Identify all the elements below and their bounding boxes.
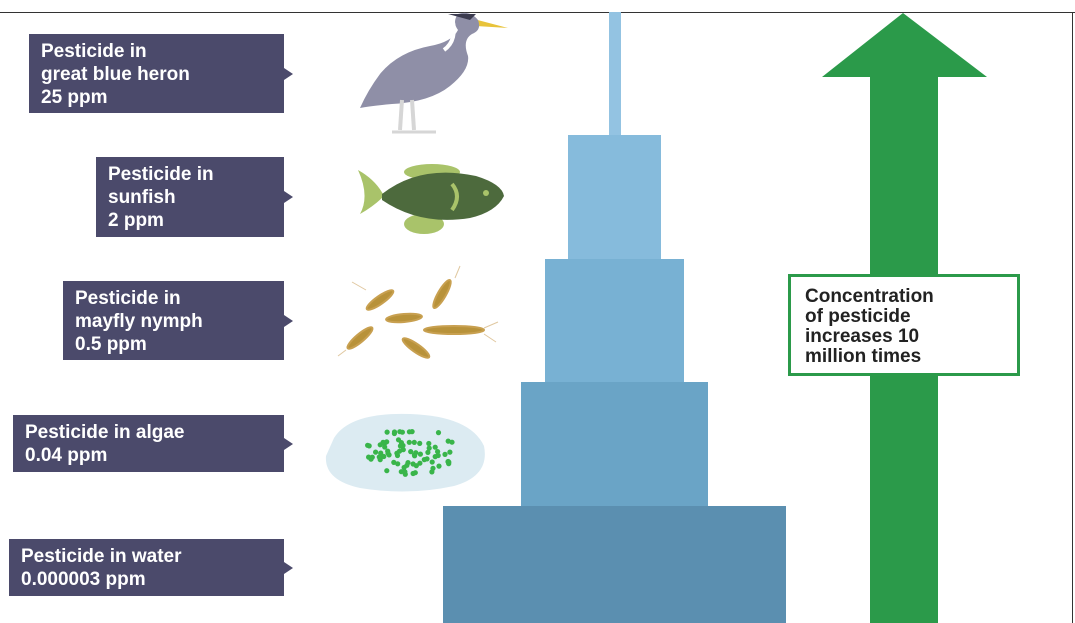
algae-dot bbox=[433, 445, 438, 450]
algae-dot bbox=[418, 452, 423, 457]
mayfly-nymph-icon bbox=[338, 266, 498, 360]
label-heron-line-1: Pesticide in bbox=[41, 40, 272, 63]
label-sunfish-line-2: sunfish bbox=[108, 186, 272, 209]
concentration-note-line-4: million times bbox=[805, 347, 1003, 367]
algae-dot bbox=[446, 439, 451, 444]
algae-dot bbox=[381, 454, 386, 459]
concentration-note-line-3: increases 10 bbox=[805, 327, 1003, 347]
algae-dot bbox=[381, 440, 386, 445]
algae-dot bbox=[385, 451, 390, 456]
algae-dot bbox=[395, 453, 400, 458]
algae-dot bbox=[385, 430, 390, 435]
label-heron: Pesticide in great blue heron 25 ppm bbox=[29, 34, 284, 113]
algae-dot bbox=[392, 429, 397, 434]
algae-dot bbox=[442, 452, 447, 457]
algae-dot bbox=[396, 437, 401, 442]
algae-dot bbox=[430, 466, 435, 471]
label-mayfly-line-1: Pesticide in bbox=[75, 287, 272, 310]
label-water-line-2: 0.000003 ppm bbox=[21, 568, 272, 591]
sunfish-icon bbox=[358, 164, 504, 234]
algae-dot bbox=[417, 441, 422, 446]
algae-icon bbox=[326, 414, 485, 492]
algae-dot bbox=[370, 455, 375, 460]
label-algae: Pesticide in algae 0.04 ppm bbox=[13, 415, 284, 472]
algae-dot bbox=[398, 443, 403, 448]
algae-dot bbox=[412, 440, 417, 445]
label-water-line-1: Pesticide in water bbox=[21, 545, 272, 568]
algae-dot bbox=[384, 468, 389, 473]
label-sunfish-line-1: Pesticide in bbox=[108, 163, 272, 186]
heron-icon bbox=[360, 13, 508, 132]
label-algae-line-1: Pesticide in algae bbox=[25, 421, 272, 444]
label-mayfly: Pesticide in mayfly nymph 0.5 ppm bbox=[63, 281, 284, 360]
algae-dot bbox=[426, 441, 431, 446]
algae-dot bbox=[408, 449, 413, 454]
concentration-note-line-1: Concentration bbox=[805, 287, 1003, 307]
algae-dot bbox=[436, 430, 441, 435]
label-sunfish: Pesticide in sunfish 2 ppm bbox=[96, 157, 284, 237]
algae-dot bbox=[447, 450, 452, 455]
algae-dot bbox=[407, 440, 412, 445]
algae-dot bbox=[407, 429, 412, 434]
algae-dot bbox=[435, 449, 440, 454]
label-mayfly-line-3: 0.5 ppm bbox=[75, 333, 272, 356]
algae-dot bbox=[365, 443, 370, 448]
algae-dot bbox=[404, 463, 409, 468]
algae-dot bbox=[433, 454, 438, 459]
label-water: Pesticide in water 0.000003 ppm bbox=[9, 539, 284, 596]
algae-dot bbox=[417, 461, 422, 466]
algae-dot bbox=[403, 472, 408, 477]
algae-dot bbox=[422, 457, 427, 462]
algae-dot bbox=[373, 450, 378, 455]
algae-dot bbox=[400, 430, 405, 435]
algae-dot bbox=[436, 464, 441, 469]
label-heron-line-2: great blue heron bbox=[41, 63, 272, 86]
algae-dot bbox=[413, 470, 418, 475]
concentration-note: Concentration of pesticide increases 10 … bbox=[788, 274, 1020, 376]
label-sunfish-line-3: 2 ppm bbox=[108, 209, 272, 232]
algae-dot bbox=[411, 461, 416, 466]
algae-dot bbox=[425, 450, 430, 455]
algae-dot bbox=[395, 461, 400, 466]
label-heron-line-3: 25 ppm bbox=[41, 86, 272, 109]
algae-dot bbox=[446, 459, 451, 464]
label-mayfly-line-2: mayfly nymph bbox=[75, 310, 272, 333]
algae-dot bbox=[430, 459, 435, 464]
concentration-note-line-2: of pesticide bbox=[805, 307, 1003, 327]
algae-dot bbox=[413, 450, 418, 455]
label-algae-line-2: 0.04 ppm bbox=[25, 444, 272, 467]
